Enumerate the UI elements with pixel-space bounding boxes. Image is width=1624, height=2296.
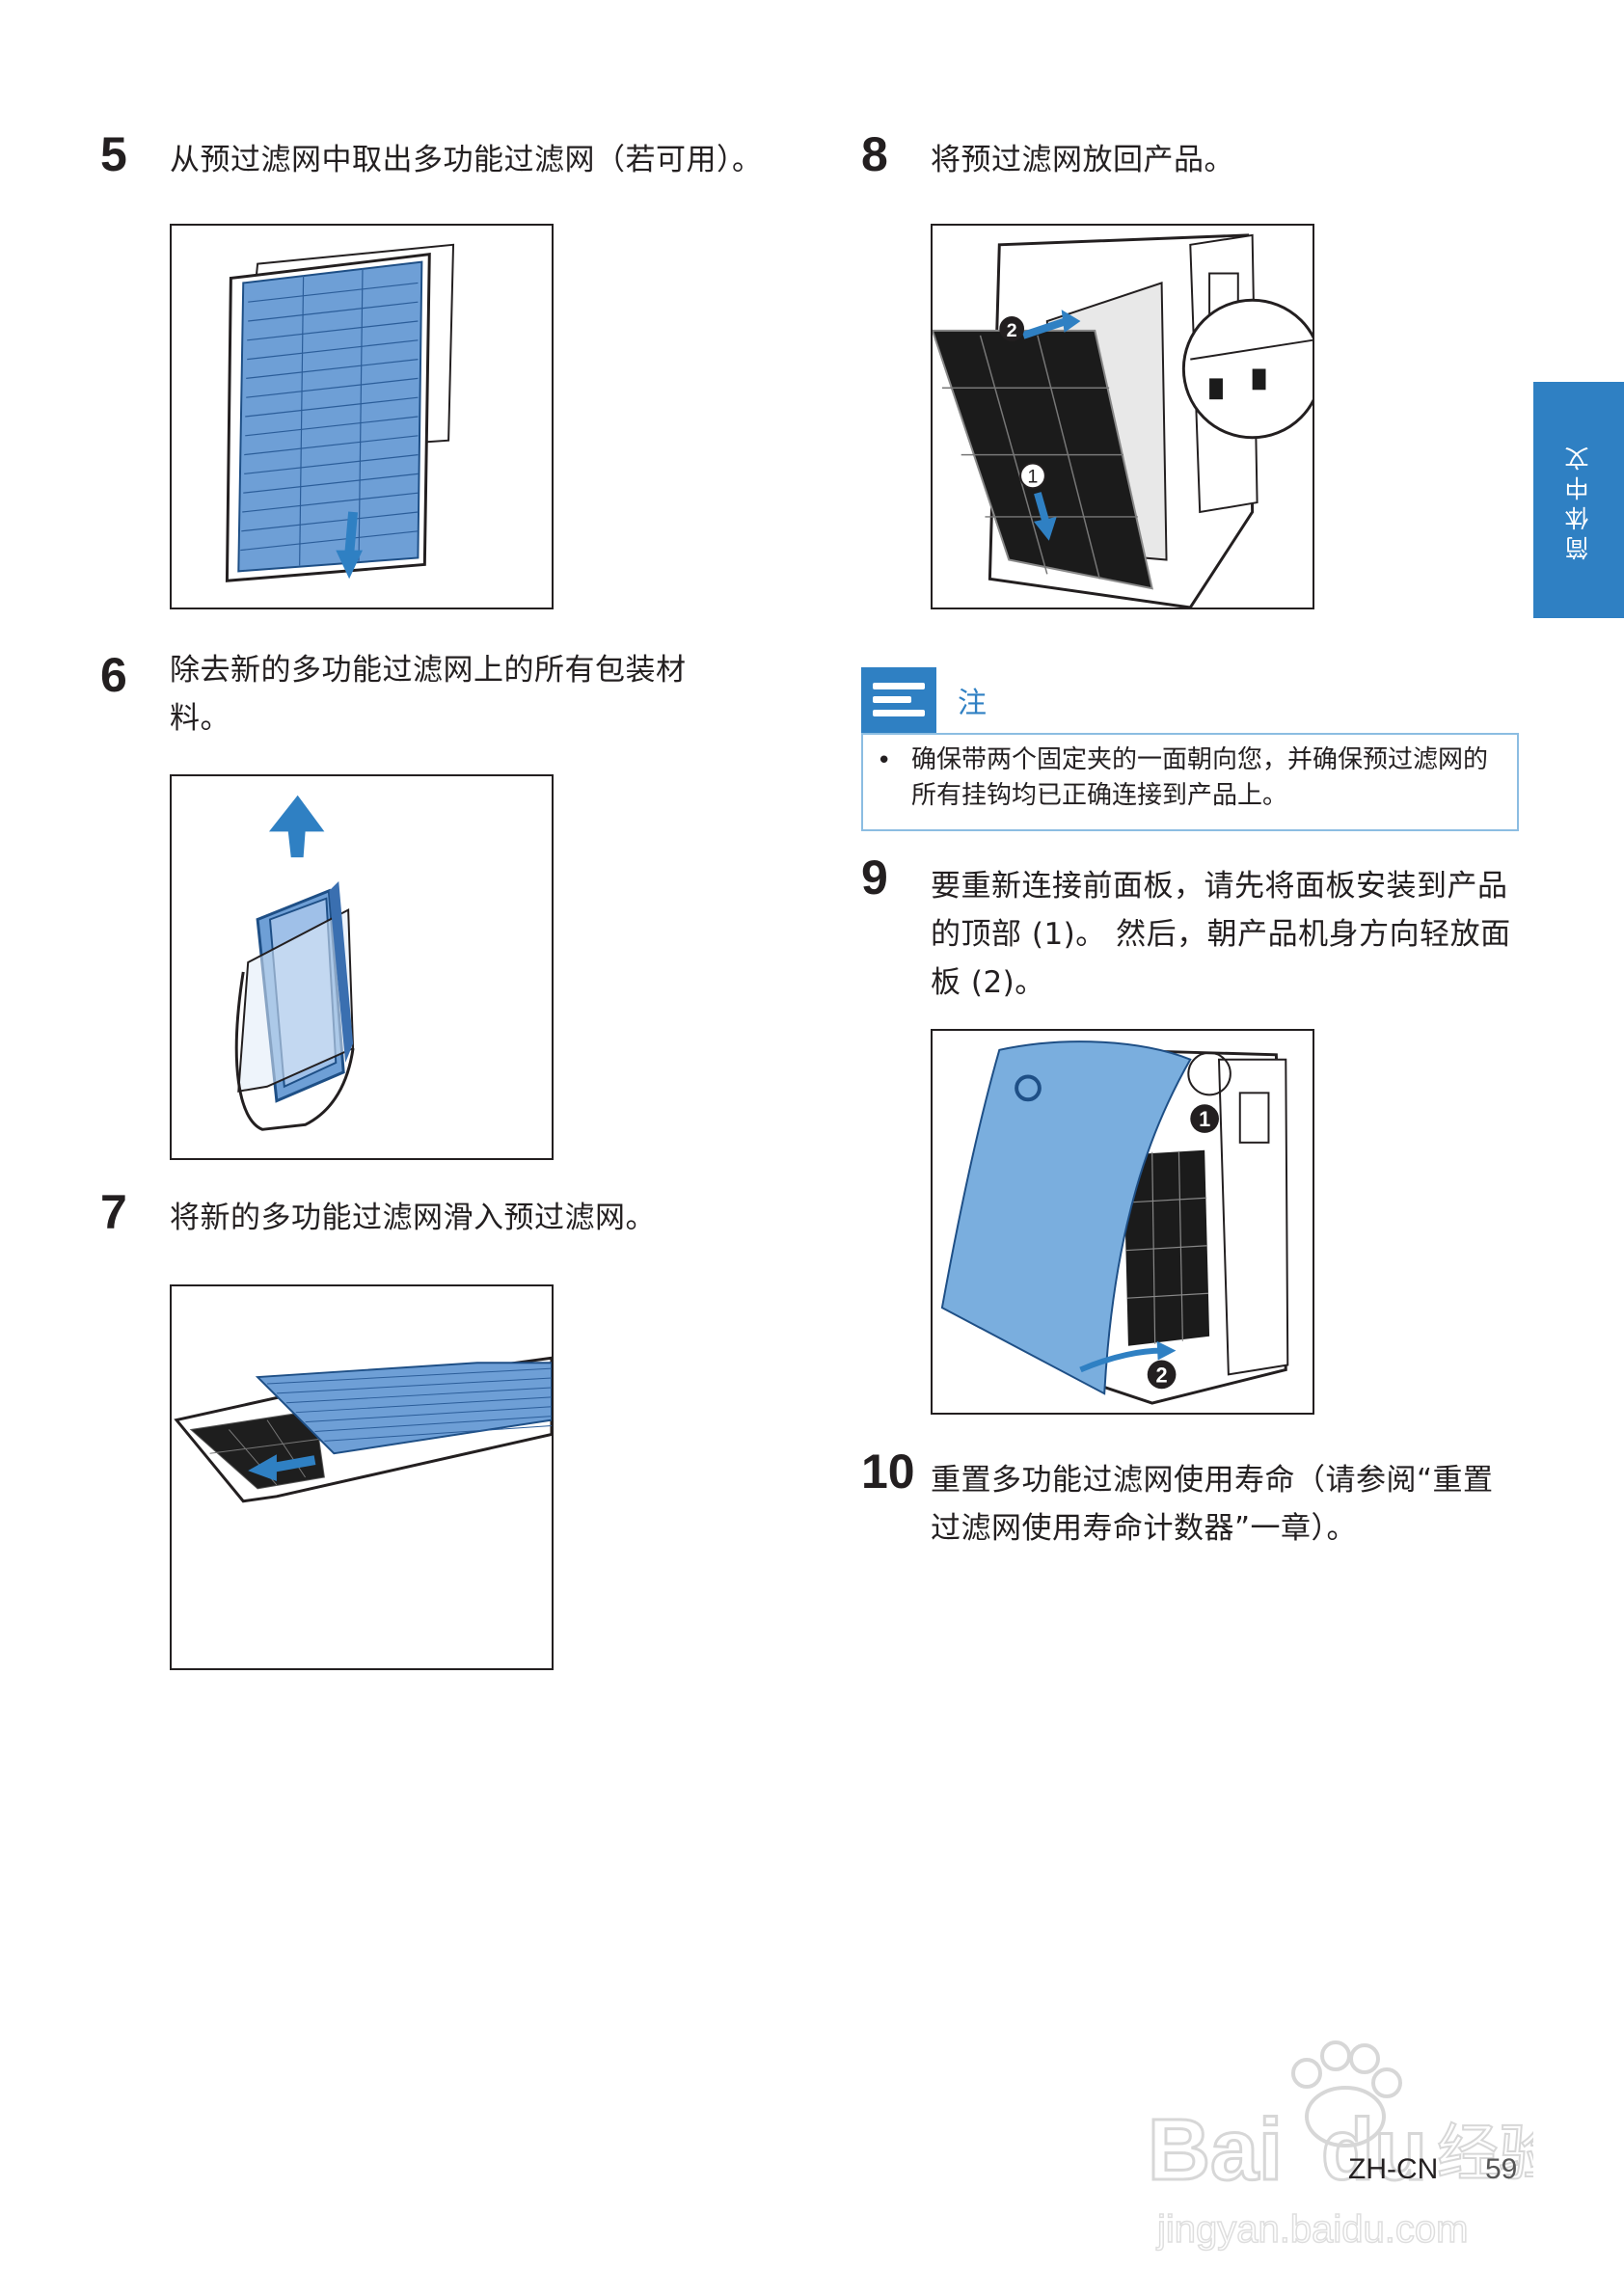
baidu-jingyan-watermark: Bai du 经验 jingyan.baidu.com <box>1147 2035 1561 2256</box>
watermark-brand2: du <box>1321 2102 1427 2199</box>
figure-unpack-filter <box>170 774 554 1160</box>
callout-2-panel: 2 <box>1156 1363 1168 1387</box>
footer-page-number: 59 <box>1485 2153 1518 2185</box>
callout-2: 2 <box>1007 320 1017 341</box>
callout-1: 1 <box>1027 466 1038 487</box>
step-7-number: 7 <box>100 1185 127 1239</box>
figure-slide-filter <box>170 1284 554 1670</box>
note-text: 确保带两个固定夹的一面朝向您，并确保预过滤网的所有挂钩均已正确连接到产品上。 <box>911 745 1489 810</box>
step-5-text: 从预过滤网中取出多功能过滤网（若可用）。 <box>170 143 763 177</box>
note-header: 注 <box>861 667 987 733</box>
note-box: • 确保带两个固定夹的一面朝向您，并确保预过滤网的所有挂钩均已正确连接到产品上。 <box>861 733 1519 831</box>
watermark-url: jingyan.baidu.com <box>1156 2208 1468 2251</box>
note-icon <box>861 667 936 733</box>
figure-reinsert-prefilter: 2 1 <box>931 224 1314 609</box>
step-8-text: 将预过滤网放回产品。 <box>931 143 1234 177</box>
figure-attach-front-panel: 1 2 <box>931 1029 1314 1415</box>
callout-1-panel: 1 <box>1199 1107 1210 1131</box>
note-label: 注 <box>958 687 987 720</box>
step-7-text: 将新的多功能过滤网滑入预过滤网。 <box>170 1201 656 1235</box>
figure-remove-filter <box>170 224 554 609</box>
step-8-number: 8 <box>861 127 888 181</box>
step-5-number: 5 <box>100 127 127 181</box>
step-9-number: 9 <box>861 851 888 905</box>
step-10-number: 10 <box>861 1445 915 1499</box>
step-6-text: 除去新的多功能过滤网上的所有包装材料。 <box>170 653 687 736</box>
step-10-text: 重置多功能过滤网使用寿命（请参阅“重置过滤网使用寿命计数器”一章）。 <box>931 1463 1494 1546</box>
step-6-number: 6 <box>100 648 127 702</box>
footer-language: ZH-CN <box>1348 2153 1439 2185</box>
note-bullet: • <box>877 746 892 775</box>
language-side-tab: 简体中文 <box>1533 382 1624 618</box>
step-9-text: 要重新连接前面板，请先将面板安装到产品的顶部 (1)。 然后，朝产品机身方向轻放… <box>931 869 1511 1000</box>
side-tab-label: 简体中文 <box>1564 440 1592 560</box>
watermark-brand: Bai <box>1148 2102 1283 2199</box>
